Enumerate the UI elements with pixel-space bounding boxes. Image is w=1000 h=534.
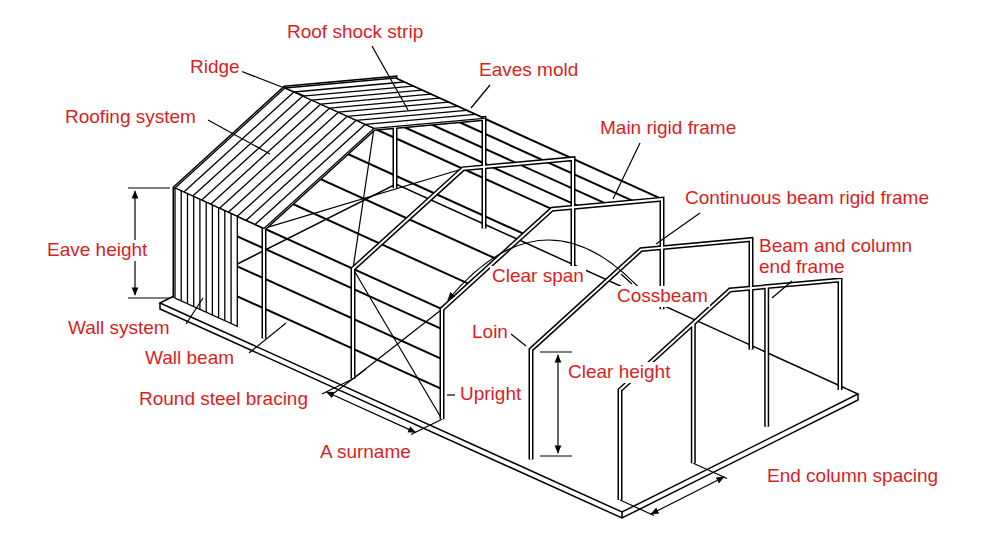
leader-line: [186, 298, 203, 324]
part-label: Eave height: [45, 240, 149, 261]
part-label: Wall beam: [143, 348, 236, 369]
clear-height-arrow: [557, 355, 558, 453]
wall-girt: [237, 266, 442, 359]
leader-line: [613, 143, 640, 199]
dimensions: [128, 188, 727, 516]
leader-line: [656, 213, 700, 244]
part-label: Cossbeam: [615, 286, 710, 307]
leader-line: [772, 281, 792, 298]
purlins: [175, 78, 662, 309]
roof-cladding: [175, 78, 484, 228]
leader-line: [372, 46, 408, 110]
bay-spacing-arrow: [327, 392, 416, 432]
part-label: Ridge: [188, 57, 242, 78]
part-label: Eaves mold: [477, 60, 580, 81]
part-label: Round steel bracing: [137, 389, 310, 410]
leader-line: [447, 394, 455, 395]
extension-line: [322, 379, 442, 435]
leader-line: [621, 274, 632, 284]
part-label: Upright: [458, 384, 523, 405]
main-rigid-frame: [442, 199, 662, 419]
leader-line: [238, 70, 305, 96]
wall-girt: [237, 296, 442, 389]
wall-ribs: [181, 191, 231, 324]
part-label: Main rigid frame: [598, 118, 738, 139]
frames: [175, 78, 840, 500]
part-label: Clear span: [490, 266, 586, 287]
extension-line: [620, 463, 727, 515]
wall-panel: [175, 188, 237, 326]
part-label: End column spacing: [765, 466, 940, 487]
frames-inner: [175, 78, 840, 500]
leader-line: [334, 369, 366, 393]
leader-lines: [186, 46, 792, 395]
leader-line: [208, 120, 270, 154]
wall-girt: [237, 236, 442, 329]
leader-line: [471, 85, 490, 108]
wall-bracing: [353, 269, 442, 419]
part-label: Wall system: [66, 318, 172, 339]
part-label: Roofing system: [63, 107, 198, 128]
leader-line: [511, 334, 526, 346]
part-label: Loin: [470, 322, 510, 343]
wall-cladding: [175, 188, 237, 326]
part-label: Continuous beam rigid frame: [683, 188, 931, 209]
end-spacing-arrow: [651, 477, 724, 514]
part-label: Clear height: [566, 362, 672, 383]
frames-outline: [175, 78, 840, 500]
part-label: A surname: [318, 442, 413, 463]
roof-ribs: [184, 82, 475, 224]
part-label: Roof shock strip: [285, 22, 425, 43]
part-label: Beam and column end frame: [757, 236, 931, 278]
leader-line: [249, 323, 286, 353]
